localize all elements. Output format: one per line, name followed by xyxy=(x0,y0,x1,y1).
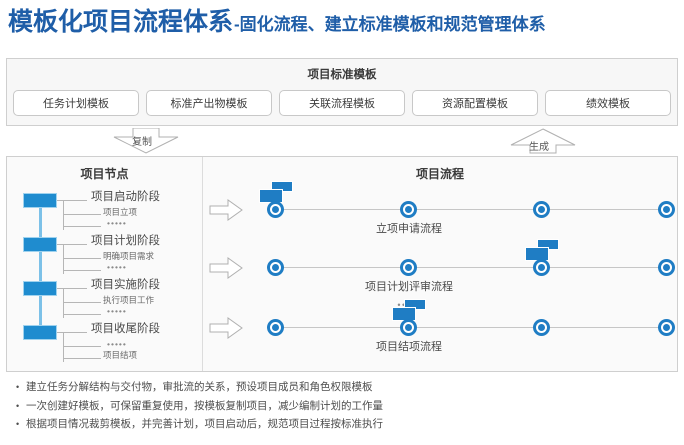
phase-label: 项目收尾阶段 xyxy=(91,323,160,335)
flow-panel-title: 项目流程 xyxy=(415,167,464,181)
flow-node[interactable] xyxy=(658,201,675,218)
tree-branch xyxy=(57,244,87,245)
bullet-icon: • xyxy=(16,382,20,392)
phase-node-box[interactable] xyxy=(23,325,57,340)
list-item: • 一次创建好模板，可保留重复使用，按模板复制项目，减少编制计划的工作量 xyxy=(16,400,636,413)
flow-connector-line xyxy=(267,267,667,268)
project-flow-column: 项目流程 立项申请流程 xyxy=(203,157,677,371)
arrow-right-icon xyxy=(209,317,243,339)
phase-node-box[interactable] xyxy=(23,237,57,252)
tree-branch xyxy=(63,226,101,227)
tree-branch xyxy=(63,302,101,303)
flow-node[interactable] xyxy=(400,201,417,218)
template-card[interactable]: 标准产出物模板 xyxy=(146,90,272,116)
list-item: • 根据项目情况裁剪模板，并完善计划，项目启动后，规范项目过程按标准执行 xyxy=(16,418,636,431)
phase-sub-label: 执行项目工作 xyxy=(103,295,155,305)
tree-branch xyxy=(57,200,87,201)
bullet-icon: • xyxy=(16,400,20,411)
generate-connector: 生成 xyxy=(495,128,591,154)
phase-sub-label: 项目结项 xyxy=(103,350,138,360)
title-main-text: 模板化项目流程体系 xyxy=(8,8,234,36)
phase-label: 项目启动阶段 xyxy=(91,191,160,203)
template-cards-icon xyxy=(525,239,559,261)
template-card[interactable]: 任务计划模板 xyxy=(13,90,139,116)
bullet-text: 建立任务分解结构与交付物，审批流的关系，预设项目成员和角色权限模板 xyxy=(26,381,373,393)
project-nodes-column: 项目节点 项目启动阶段 项目立项 ••••• xyxy=(7,157,203,371)
template-card-row: 任务计划模板 标准产出物模板 关联流程模板 资源配置模板 绩效模板 xyxy=(7,90,677,116)
phase-ellipsis: ••••• xyxy=(107,339,127,349)
flow-connector-line xyxy=(267,327,667,328)
flow-node[interactable] xyxy=(400,319,417,336)
project-node-tree: 项目启动阶段 项目立项 ••••• 项目计划阶段 明确项目需求 ••••• xyxy=(17,187,201,365)
tree-branch-vertical xyxy=(63,244,64,274)
flow-node[interactable] xyxy=(267,259,284,276)
tree-branch-vertical xyxy=(63,200,64,230)
template-cards-icon xyxy=(392,299,426,321)
bullet-icon: • xyxy=(16,419,20,430)
arrow-down-icon xyxy=(113,127,179,154)
flow-connector-line xyxy=(267,209,667,210)
phase-ellipsis: ••••• xyxy=(107,262,127,272)
flow-row[interactable]: 立项申请流程 xyxy=(203,181,679,243)
nodes-panel-title: 项目节点 xyxy=(80,167,129,181)
page-title: 模板化项目流程体系 -固化流程、建立标准模板和规范管理体系 xyxy=(8,10,676,50)
flow-label: 项目结项流程 xyxy=(376,341,442,353)
flow-node[interactable] xyxy=(400,259,417,276)
tree-branch xyxy=(63,314,101,315)
list-item: • 建立任务分解结构与交付物，审批流的关系，预设项目成员和角色权限模板 xyxy=(16,381,636,394)
template-card[interactable]: 绩效模板 xyxy=(545,90,671,116)
tree-branch xyxy=(57,332,87,333)
bullet-text: 一次创建好模板，可保留重复使用，按模板复制项目，减少编制计划的工作量 xyxy=(26,399,383,412)
phase-ellipsis: ••••• xyxy=(107,218,127,228)
standard-template-panel: 项目标准模板 任务计划模板 标准产出物模板 关联流程模板 资源配置模板 绩效模板 xyxy=(6,58,678,126)
copy-connector-label: 复制 xyxy=(132,137,152,148)
tree-branch-vertical xyxy=(63,288,64,318)
tree-group[interactable]: 项目计划阶段 明确项目需求 ••••• xyxy=(17,235,201,281)
template-card[interactable]: 资源配置模板 xyxy=(412,90,538,116)
flow-node[interactable] xyxy=(267,201,284,218)
phase-sub-label: 项目立项 xyxy=(103,207,138,217)
title-subtitle-text: -固化流程、建立标准模板和规范管理体系 xyxy=(234,15,546,34)
flow-node[interactable] xyxy=(658,319,675,336)
phase-label: 项目计划阶段 xyxy=(91,235,160,247)
template-panel-title: 项目标准模板 xyxy=(307,69,377,81)
flow-node[interactable] xyxy=(533,201,550,218)
arrow-right-icon xyxy=(209,257,243,279)
generate-connector-label: 生成 xyxy=(529,142,549,153)
flow-node[interactable] xyxy=(267,319,284,336)
tree-vertical-connector xyxy=(39,201,42,333)
phase-node-box[interactable] xyxy=(23,281,57,296)
arrow-right-icon xyxy=(209,199,243,221)
arrow-up-icon xyxy=(510,128,576,154)
template-cards-icon xyxy=(259,181,293,203)
tree-group[interactable]: 项目收尾阶段 ••••• 项目结项 xyxy=(17,323,201,369)
flow-row[interactable]: 项目计划评审流程 xyxy=(203,239,679,301)
flow-node[interactable] xyxy=(533,319,550,336)
summary-bullet-list: • 建立任务分解结构与交付物，审批流的关系，预设项目成员和角色权限模板 • 一次… xyxy=(16,381,636,437)
flow-node[interactable] xyxy=(533,259,550,276)
tree-branch xyxy=(63,258,101,259)
flow-label: 立项申请流程 xyxy=(376,223,442,235)
template-card[interactable]: 关联流程模板 xyxy=(279,90,405,116)
phase-ellipsis: ••••• xyxy=(107,306,127,316)
bullet-text: 根据项目情况裁剪模板，并完善计划，项目启动后，规范项目过程按标准执行 xyxy=(26,418,383,431)
tree-group[interactable]: 项目实施阶段 执行项目工作 ••••• xyxy=(17,279,201,325)
flow-label: 项目计划评审流程 xyxy=(365,281,453,293)
tree-group[interactable]: 项目启动阶段 项目立项 ••••• xyxy=(17,191,201,237)
tree-branch xyxy=(57,288,87,289)
phase-node-box[interactable] xyxy=(23,193,57,208)
copy-connector: 复制 xyxy=(98,127,194,154)
tree-branch xyxy=(63,270,101,271)
tree-branch xyxy=(63,358,101,359)
tree-branch xyxy=(63,346,101,347)
main-diagram-panel: 项目节点 项目启动阶段 项目立项 ••••• xyxy=(6,156,678,372)
tree-branch xyxy=(63,214,101,215)
tree-branch-vertical xyxy=(63,332,64,362)
phase-sub-label: 明确项目需求 xyxy=(103,251,155,261)
phase-label: 项目实施阶段 xyxy=(91,279,160,291)
flow-node[interactable] xyxy=(658,259,675,276)
flow-row[interactable]: 项目结项流程 xyxy=(203,299,679,361)
